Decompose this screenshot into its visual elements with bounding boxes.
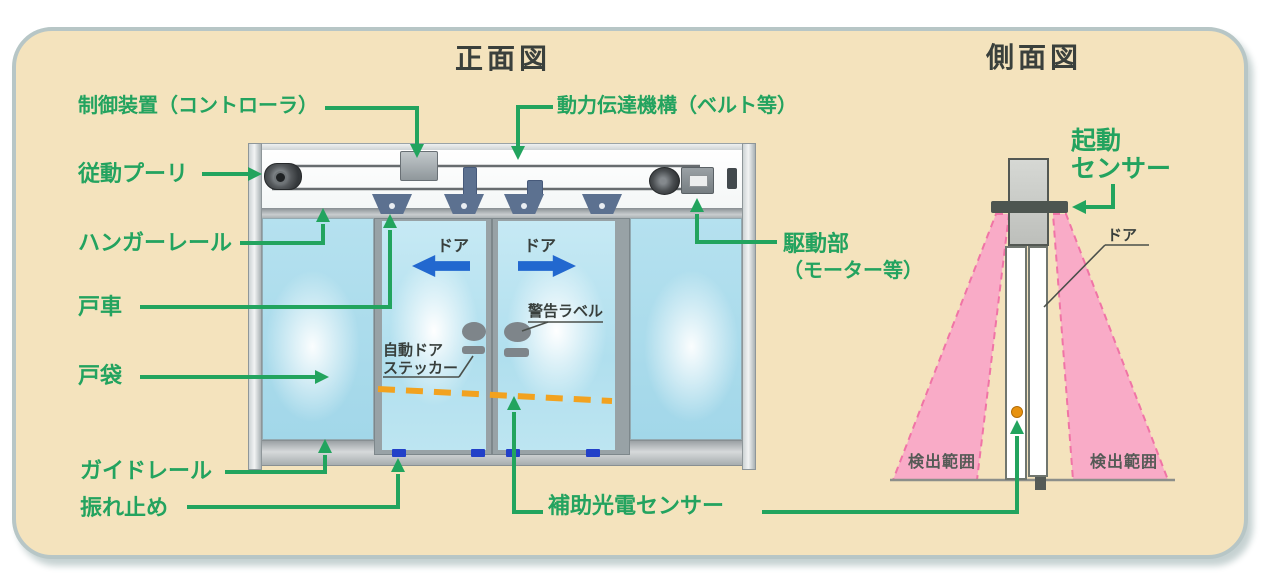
side-view-title: 側面図 bbox=[986, 41, 1083, 74]
side-view-door-panel-inner bbox=[1028, 246, 1048, 477]
label-guide-rail: ガイドレール bbox=[80, 459, 213, 484]
pulley-hub bbox=[274, 171, 287, 184]
auto-door-sticker-bar-right bbox=[504, 348, 529, 357]
driven-pulley bbox=[264, 163, 302, 190]
label-controller: 制御装置（コントローラ） bbox=[78, 93, 318, 117]
label-detection-range-right: 検出範囲 bbox=[1090, 452, 1159, 471]
motor-bracket bbox=[727, 168, 737, 189]
side-view-floor-guide bbox=[1035, 477, 1046, 490]
fixed-glass-panel-left bbox=[262, 218, 374, 440]
label-activation-sensor: 起動 センサー bbox=[1071, 127, 1171, 183]
belt-clamp-left-door bbox=[463, 167, 477, 197]
side-view-door-panel bbox=[1005, 246, 1027, 480]
door-frame-right bbox=[742, 143, 756, 470]
hanger-bolt bbox=[461, 203, 467, 209]
hanger-bolt bbox=[521, 203, 527, 209]
label-detection-range-left: 検出範囲 bbox=[908, 452, 977, 471]
label-power-transmission: 動力伝達機構（ベルト等） bbox=[557, 93, 797, 117]
door-frame-left bbox=[248, 143, 262, 470]
motor-label-stripe bbox=[689, 175, 708, 187]
label-hanger-rail: ハンガーレール bbox=[78, 231, 233, 256]
door-roller-hanger bbox=[582, 194, 622, 214]
label-drive-unit: 駆動部 bbox=[783, 232, 850, 257]
door-roller-hanger bbox=[372, 194, 412, 214]
fixed-glass-panel-right bbox=[630, 218, 742, 440]
sway-stop-tab bbox=[506, 449, 520, 457]
sway-stop-tab bbox=[471, 449, 485, 457]
warning-sticker-oval-left bbox=[462, 322, 486, 341]
label-activation-sensor-line2: センサー bbox=[1071, 154, 1172, 183]
label-driven-pulley: 従動プーリ bbox=[78, 162, 189, 187]
auto-door-sticker-bar-left bbox=[462, 346, 485, 354]
sway-stop-tab bbox=[392, 449, 406, 457]
label-warning-sticker: 警告ラベル bbox=[528, 302, 604, 320]
motor-body bbox=[681, 167, 714, 194]
label-drive-unit-sub: （モーター等） bbox=[783, 258, 923, 282]
label-door-right: ドア bbox=[524, 236, 557, 255]
label-door-pocket: 戸袋 bbox=[78, 364, 123, 389]
label-activation-sensor-line1: 起動 bbox=[1071, 126, 1122, 155]
label-aux-photo-sensor: 補助光電センサー bbox=[548, 494, 725, 519]
warning-sticker-oval-right bbox=[504, 322, 531, 342]
motor-pulley bbox=[649, 167, 680, 195]
label-auto-door-sticker-line1: 自動ドア bbox=[383, 341, 444, 359]
label-auto-door-sticker-line2: ステッカー bbox=[383, 359, 459, 377]
door-roller-hanger bbox=[444, 194, 484, 214]
label-sway-stop: 振れ止め bbox=[80, 496, 169, 521]
hanger-rail-bar bbox=[256, 208, 748, 220]
hanger-bolt bbox=[389, 203, 395, 209]
label-door-roller: 戸車 bbox=[78, 295, 123, 320]
label-side-door: ドア bbox=[1107, 226, 1138, 244]
label-door-left: ドア bbox=[437, 236, 470, 255]
hanger-bolt bbox=[599, 203, 605, 209]
activation-sensor-bar bbox=[991, 201, 1068, 213]
sway-stop-tab bbox=[586, 449, 600, 457]
controller-box bbox=[400, 151, 438, 181]
door-roller-hanger bbox=[504, 194, 544, 214]
front-view-title: 正面図 bbox=[455, 42, 552, 75]
